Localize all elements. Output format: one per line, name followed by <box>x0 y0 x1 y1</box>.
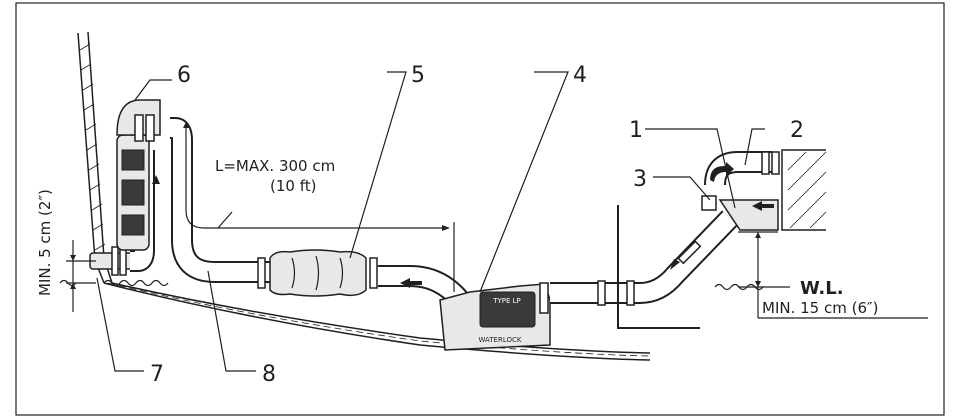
waterlock-type-label: TYPE LP <box>492 297 521 305</box>
min-height-exhaust-dimension <box>66 240 96 312</box>
callout-8: 8 <box>262 362 276 387</box>
gooseneck <box>116 99 161 251</box>
min-height-engine-dimension <box>738 231 928 319</box>
callout-leaders <box>96 71 765 372</box>
callout-4: 4 <box>573 63 587 88</box>
hose-clamps <box>597 240 702 306</box>
callout-7: 7 <box>150 362 164 387</box>
callout-5: 5 <box>411 63 425 88</box>
length-label: L=MAX. 300 cm <box>215 157 335 175</box>
bulkhead <box>617 205 700 329</box>
hull-bottom <box>103 282 651 361</box>
length-label-imperial: (10 ft) <box>270 177 316 195</box>
exhaust-outlet <box>89 246 135 276</box>
callout-1: 1 <box>629 118 643 143</box>
engine-exhaust-elbow <box>701 151 780 231</box>
muffler <box>257 249 378 297</box>
min-height-engine-label: MIN. 15 cm (6″) <box>762 299 878 317</box>
callout-2: 2 <box>790 118 804 143</box>
callout-3: 3 <box>633 167 647 192</box>
waterlock-brand-label: WATERLOCK <box>479 336 522 344</box>
flow-arrow-icon <box>152 162 774 288</box>
callout-6: 6 <box>177 63 191 88</box>
min-height-exhaust-label: MIN. 5 cm (2″) <box>36 189 54 296</box>
waterlock: TYPE LP WATERLOCK <box>439 282 551 351</box>
engine-block <box>781 149 827 231</box>
diagram-frame <box>15 2 945 416</box>
water-line-label: W.L. <box>800 278 844 299</box>
hull-transom <box>77 31 113 284</box>
length-dimension <box>183 122 455 292</box>
